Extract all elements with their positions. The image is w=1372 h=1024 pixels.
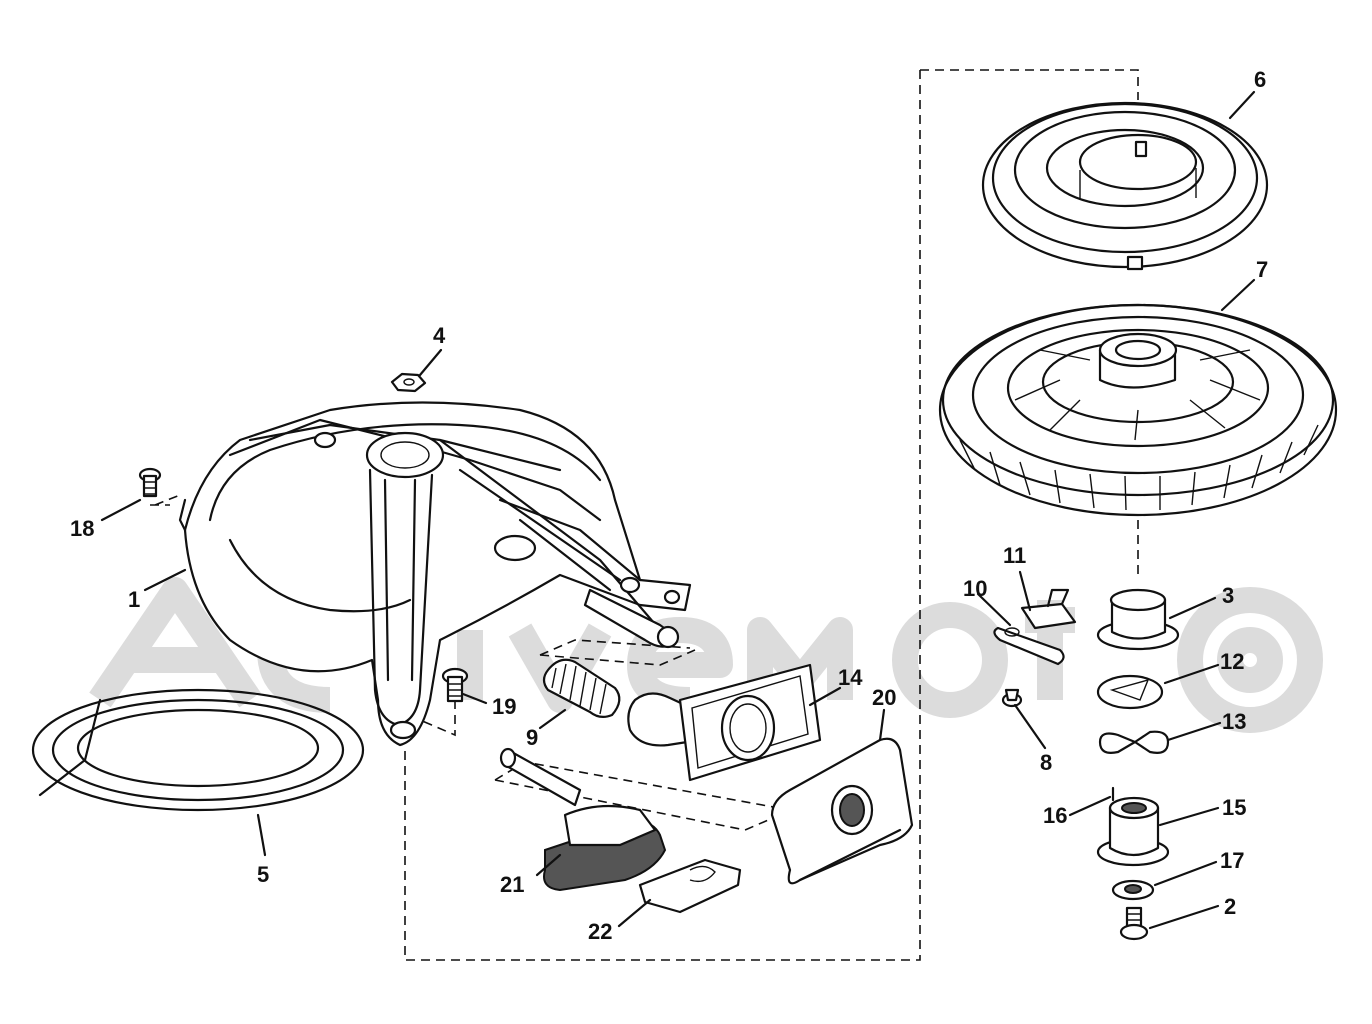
- starter-pulley: [938, 303, 1338, 517]
- callout-6: 6: [1254, 67, 1266, 92]
- callout-7: 7: [1256, 257, 1268, 282]
- handle-retainer: [638, 858, 742, 914]
- callout-1: 1: [128, 587, 140, 612]
- callout-22: 22: [588, 919, 612, 944]
- callout-3: 3: [1222, 583, 1234, 608]
- screw-18: [138, 467, 162, 498]
- callout-16: 16: [1043, 803, 1067, 828]
- callout-8: 8: [1040, 750, 1052, 775]
- pawl-plate: [1020, 588, 1077, 630]
- callout-labels: 1 2 3 4 5 6 7 8 9 10 11 12 13 14 15 16 1…: [70, 67, 1268, 944]
- starter-handle: [499, 747, 667, 892]
- callout-15: 15: [1222, 795, 1246, 820]
- washer-12: [1096, 674, 1164, 710]
- starter-housing: [178, 401, 692, 747]
- callout-9: 9: [526, 725, 538, 750]
- callout-12: 12: [1220, 649, 1244, 674]
- washer-17: [1111, 879, 1155, 901]
- screw-8: [1001, 688, 1023, 708]
- callout-2: 2: [1224, 894, 1236, 919]
- callout-19: 19: [492, 694, 516, 719]
- pawl: [993, 626, 1065, 666]
- callout-11: 11: [1003, 543, 1026, 568]
- screw-19: [441, 667, 469, 703]
- callout-17: 17: [1220, 848, 1244, 873]
- recoil-spring-cover: [981, 101, 1269, 271]
- callout-4: 4: [433, 323, 446, 348]
- rewind-spring: [31, 688, 365, 812]
- callout-21: 21: [500, 872, 524, 897]
- callout-10: 10: [963, 576, 987, 601]
- callout-14: 14: [838, 665, 863, 690]
- callout-leaders: [100, 90, 1256, 930]
- nut: [390, 372, 427, 393]
- callout-13: 13: [1222, 709, 1246, 734]
- callout-20: 20: [872, 685, 896, 710]
- screw-2: [1119, 906, 1149, 941]
- figure-eight-spring: [1098, 730, 1170, 754]
- callout-5: 5: [257, 862, 269, 887]
- rope-guide: [627, 663, 822, 782]
- callout-18: 18: [70, 516, 94, 541]
- drive-hub: [1096, 796, 1170, 867]
- handle-plate: [770, 737, 914, 885]
- bushing: [1096, 588, 1180, 651]
- handle-spring: [542, 658, 621, 719]
